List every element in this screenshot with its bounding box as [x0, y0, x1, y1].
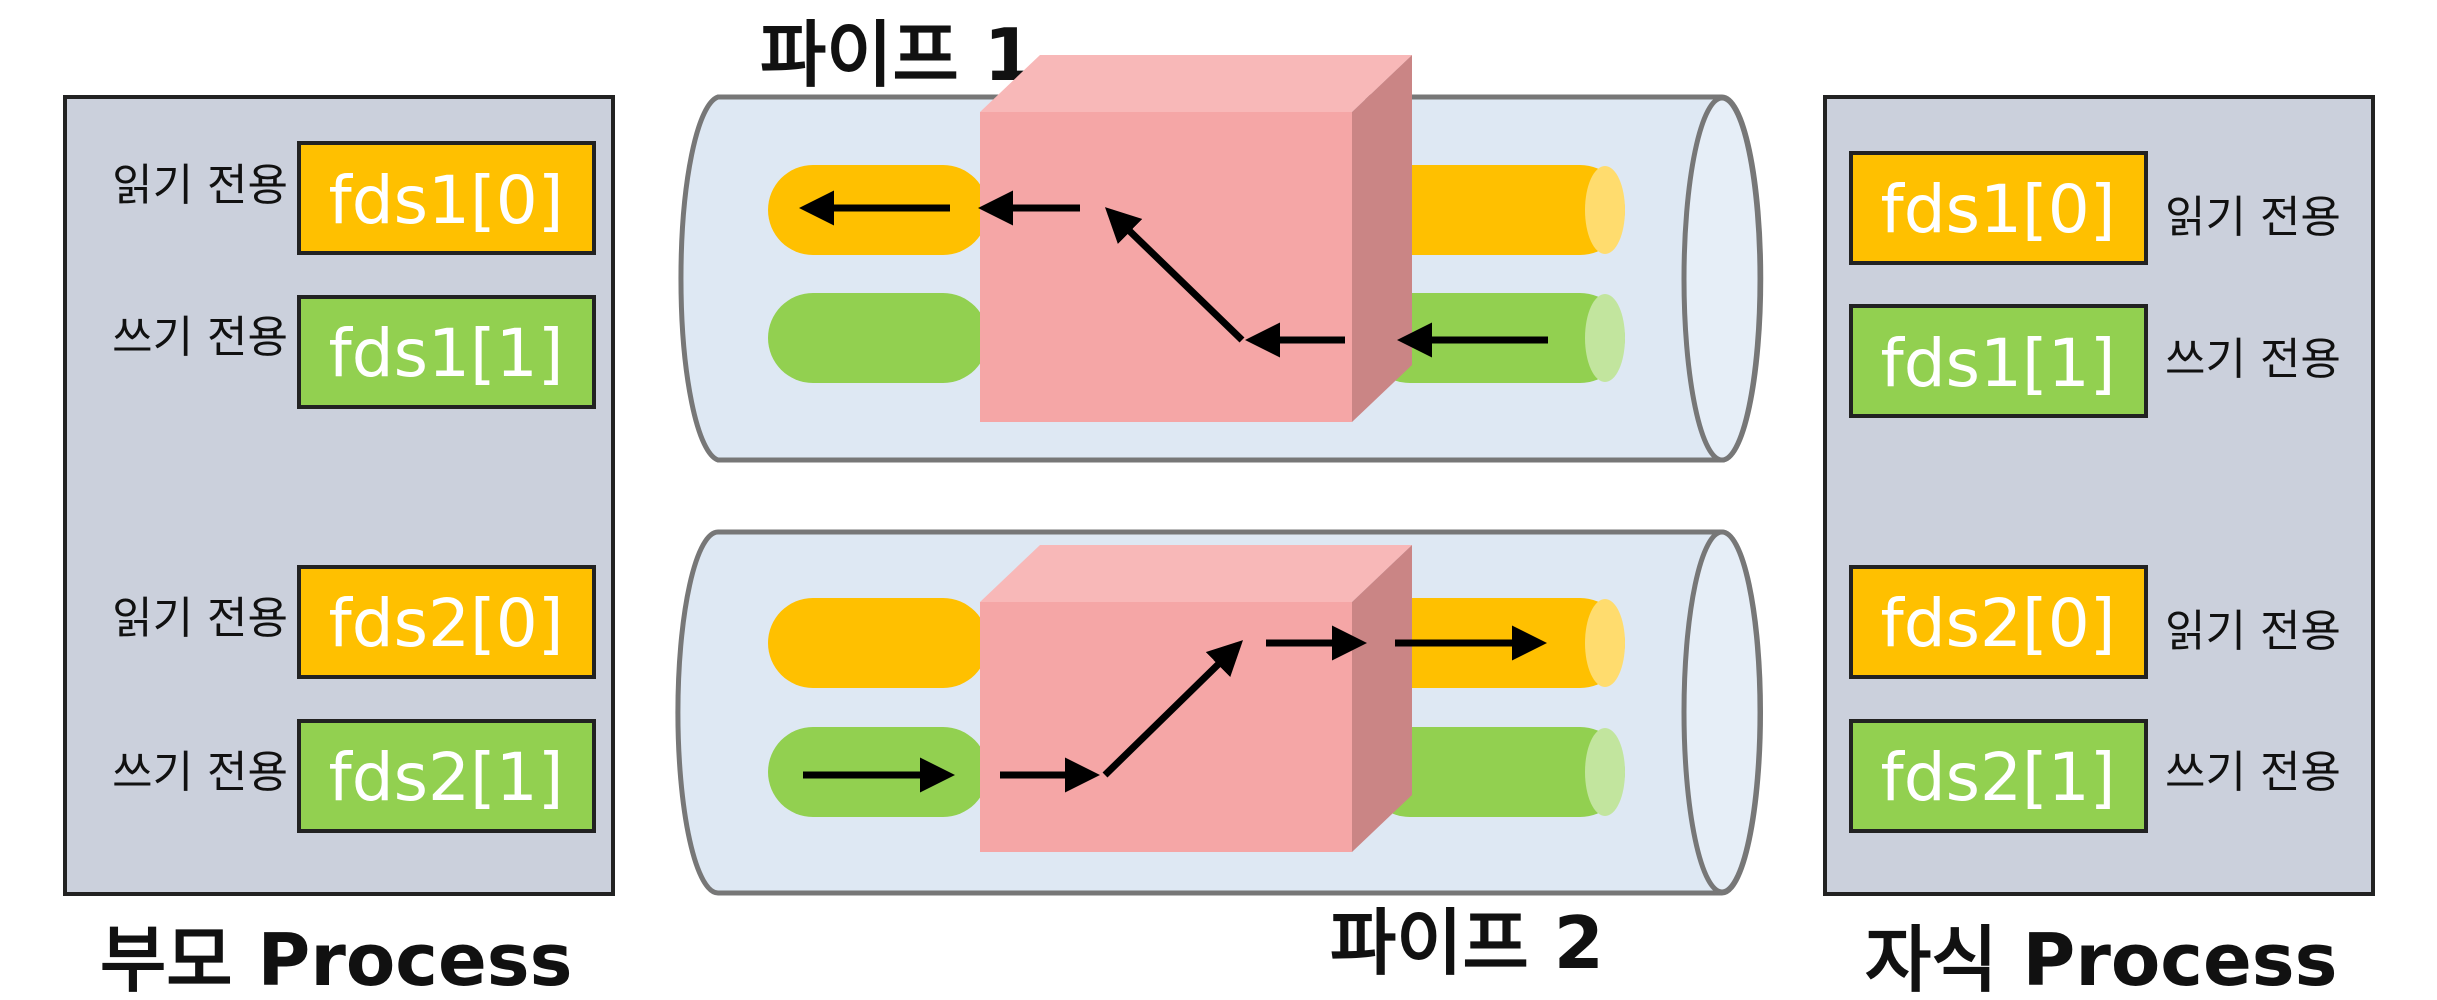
child-fd-label: fds2[1] — [1881, 739, 2116, 816]
pipe-2-arrow — [1102, 640, 1244, 778]
pipe-2-write-end-right — [1365, 727, 1625, 817]
child-fd-box — [1849, 304, 2148, 418]
pipe-1-write-end-cap — [1585, 294, 1625, 382]
pipe-1-end-cap — [1681, 95, 1763, 463]
parent-fd-label: fds2[1] — [329, 739, 564, 816]
child-fd-label: fds1[1] — [1881, 325, 2116, 402]
pipe-2-write-end-cap — [1585, 728, 1625, 816]
pipe-2-end-cap — [1681, 529, 1763, 895]
parent-fd-mode-label: 읽기 전용 — [112, 593, 288, 644]
child-fd-label: fds2[0] — [1881, 585, 2116, 662]
child-fd-box — [1849, 151, 2148, 265]
parent-process-caption: 부모 Process — [100, 918, 573, 1000]
child-fd-mode-label: 쓰기 전용 — [2165, 334, 2341, 385]
pipe-2-title: 파이프 2 — [1330, 901, 1604, 985]
parent-fd-mode-label: 쓰기 전용 — [112, 312, 288, 363]
parent-fd-label: fds1[0] — [329, 162, 564, 239]
parent-process: 읽기 전용 fds1[0] 쓰기 전용 fds1[1] 읽기 전용 fds2[0… — [63, 95, 615, 1000]
child-fd-mode-label: 읽기 전용 — [2165, 606, 2341, 657]
parent-fd-label: fds1[1] — [329, 315, 564, 392]
child-fd-label: fds1[0] — [1881, 171, 2116, 248]
pipe-1-read-end-cap — [1585, 166, 1625, 254]
pipe-2-flow-arrows — [803, 625, 1547, 793]
pipe-1-buffer — [980, 55, 1412, 422]
pipe-2-buffer-side — [1352, 545, 1412, 852]
parent-fd-label: fds2[0] — [329, 585, 564, 662]
child-fd-box — [1849, 719, 2148, 833]
pipe-1-read-end-right — [1365, 165, 1625, 255]
pipe-1-buffer-side — [1352, 55, 1412, 422]
parent-fd-box — [297, 295, 596, 409]
pipe-1-buffer-top — [980, 55, 1412, 112]
pipe-1-write-end-left — [768, 293, 988, 383]
child-fd-mode-label: 쓰기 전용 — [2165, 747, 2341, 798]
parent-fd-mode-label: 읽기 전용 — [112, 160, 288, 211]
child-fd-mode-label: 읽기 전용 — [2165, 192, 2341, 243]
pipe-2: 파이프 2 — [675, 529, 1764, 985]
pipe-1-title: 파이프 1 — [760, 13, 1034, 97]
parent-fd-box — [297, 565, 596, 679]
pipe-2-read-end-left — [768, 598, 988, 688]
pipe-2-buffer-top — [980, 545, 1412, 602]
parent-fd-mode-label: 쓰기 전용 — [112, 747, 288, 798]
child-fd-box — [1849, 565, 2148, 679]
pipe-1-arrow — [1104, 207, 1245, 343]
pipe-1: 파이프 1 — [678, 13, 1764, 463]
pipe-2-buffer — [980, 545, 1412, 852]
parent-fd-box — [297, 141, 596, 255]
parent-fd-box — [297, 719, 596, 833]
pipe-2-read-end-cap — [1585, 599, 1625, 687]
child-process-caption: 자식 Process — [1865, 918, 2338, 1000]
child-process: fds1[0] 읽기 전용 fds1[1] 쓰기 전용 fds2[0] 읽기 전… — [1823, 95, 2375, 1000]
pipe-1-flow-arrows — [799, 190, 1548, 358]
